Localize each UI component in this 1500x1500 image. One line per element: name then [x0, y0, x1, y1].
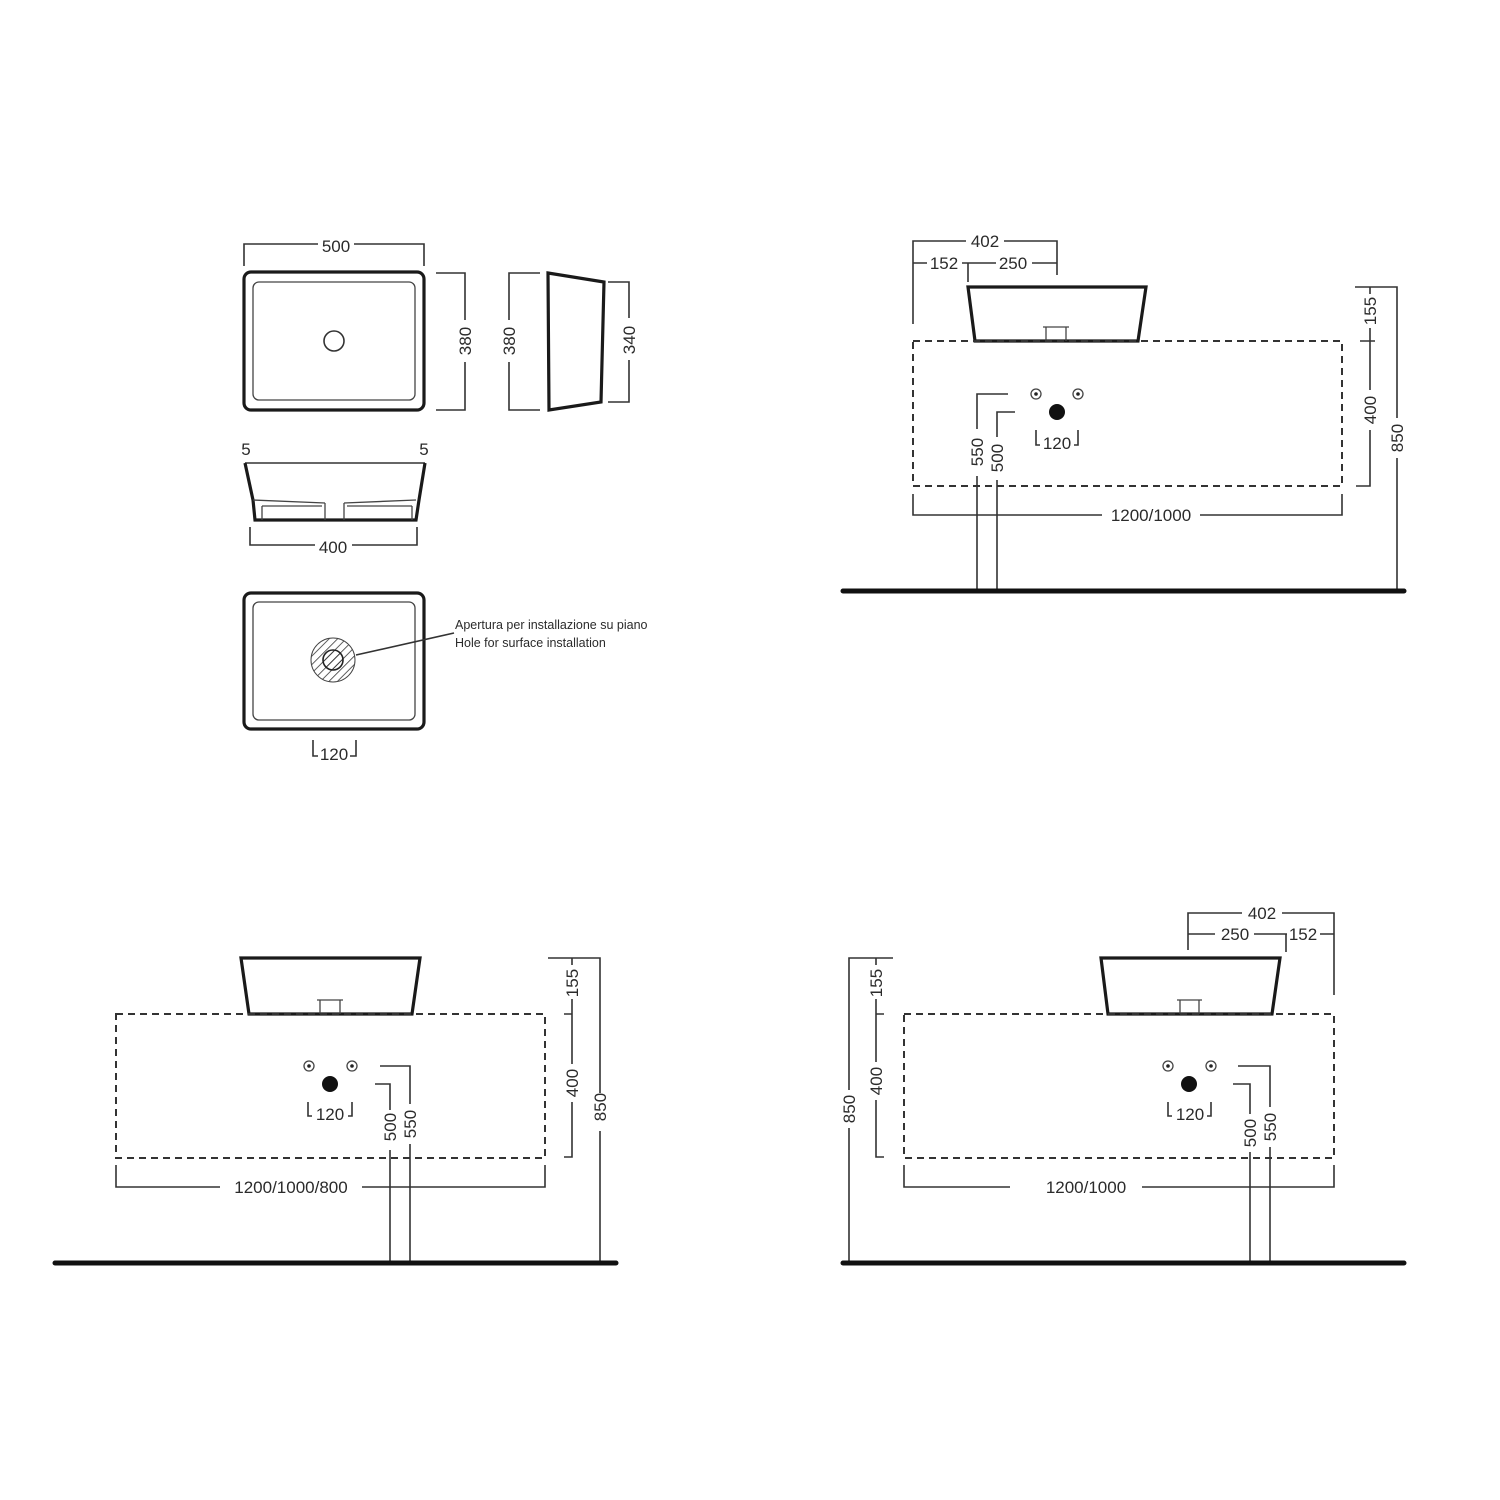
br-center-offset-label: 250 [1221, 925, 1249, 944]
side-view: 380 340 [500, 271, 639, 412]
plan-depth-label: 380 [456, 327, 475, 355]
rim-left-label: 5 [241, 440, 250, 459]
br-supply-height-label: 500 [1241, 1119, 1260, 1147]
basin-side-profile [546, 271, 606, 412]
basin-front-tr [966, 285, 1148, 343]
br-total-height-label: 850 [840, 1095, 859, 1123]
hole-view: Apertura per installazione su piano Hole… [242, 591, 648, 764]
bl-supply-height-label: 500 [381, 1113, 400, 1141]
front-base-width-label: 400 [319, 538, 347, 557]
tr-total-height-label: 850 [1388, 424, 1407, 452]
callout-english: Hole for surface installation [455, 636, 606, 650]
hole-diameter-label: 120 [320, 745, 348, 764]
drain-outlet-icon [322, 1076, 338, 1092]
cabinet-outline-bl [115, 1013, 546, 1159]
br-overall-offset-label: 402 [1248, 904, 1276, 923]
tr-overall-offset-label: 402 [971, 232, 999, 251]
tr-hole-spacing-label: 120 [1043, 434, 1071, 453]
plan-width-label: 500 [322, 237, 350, 256]
bl-cabinet-width-label: 1200/1000/800 [234, 1178, 347, 1197]
tr-cabinet-height-label: 400 [1361, 396, 1380, 424]
front-section: 5 5 400 [241, 440, 428, 557]
bl-drain-height-label: 550 [401, 1110, 420, 1138]
install-view-bottom-left: 120 500 550 1200/1000/800 155 400 850 [52, 956, 619, 1266]
tr-cabinet-width-label: 1200/1000 [1111, 506, 1191, 525]
bl-hole-spacing-label: 120 [316, 1105, 344, 1124]
br-hole-spacing-label: 120 [1176, 1105, 1204, 1124]
tr-supply-height-label: 500 [988, 444, 1007, 472]
basin-outline-plan [242, 270, 426, 412]
basin-outline-bottom [242, 591, 426, 731]
br-right-offset-label: 152 [1289, 925, 1317, 944]
br-drain-height-label: 550 [1261, 1113, 1280, 1141]
br-basin-height-label: 155 [867, 969, 886, 997]
plan-view: 500 380 [242, 237, 475, 412]
drain-outlet-icon [1049, 404, 1065, 420]
bl-basin-height-label: 155 [563, 969, 582, 997]
side-bottom-depth-label: 340 [620, 326, 639, 354]
drain-hole-icon [323, 330, 345, 352]
drain-outlet-icon [1181, 1076, 1197, 1092]
rim-right-label: 5 [419, 440, 428, 459]
install-view-top-right: 402 152 250 120 550 500 1200/1000 155 40… [840, 232, 1407, 594]
callout-italian: Apertura per installazione su piano [455, 618, 648, 632]
br-cabinet-width-label: 1200/1000 [1046, 1178, 1126, 1197]
tr-center-offset-label: 250 [999, 254, 1027, 273]
tr-drain-height-label: 550 [968, 438, 987, 466]
bl-cabinet-height-label: 400 [563, 1069, 582, 1097]
tr-basin-height-label: 155 [1361, 297, 1380, 325]
basin-front-br [1099, 956, 1282, 1016]
bl-total-height-label: 850 [591, 1093, 610, 1121]
basin-bowl-plan [252, 281, 416, 401]
tr-left-offset-label: 152 [930, 254, 958, 273]
br-cabinet-height-label: 400 [867, 1067, 886, 1095]
basin-front-bl [239, 956, 422, 1016]
side-top-depth-label: 380 [500, 327, 519, 355]
install-view-bottom-right: 402 250 152 120 500 550 1200/1000 155 40… [840, 904, 1407, 1266]
